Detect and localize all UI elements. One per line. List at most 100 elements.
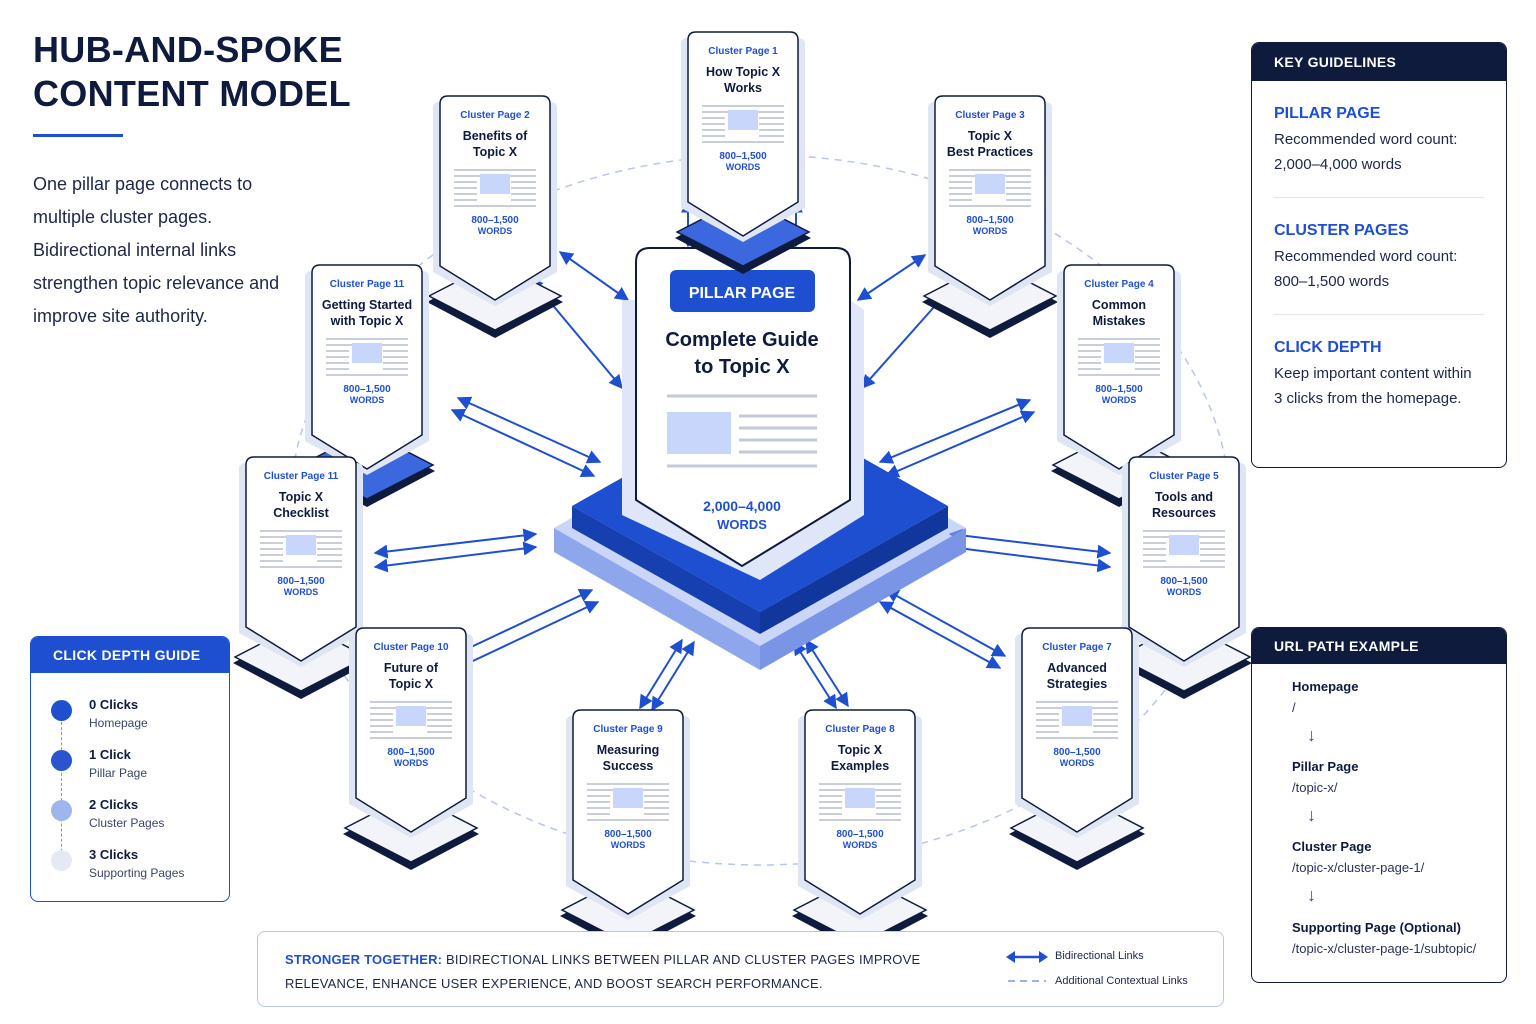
cluster-title-2: Works bbox=[724, 81, 762, 95]
title-line-2: CONTENT MODEL bbox=[33, 73, 351, 114]
bidirectional-link bbox=[805, 638, 849, 708]
cluster-word-count: 800–1,500 bbox=[966, 215, 1014, 226]
click-depth-heading: CLICK DEPTH GUIDE bbox=[31, 637, 229, 673]
url-path: /topic-x/ bbox=[1292, 780, 1338, 795]
pillar-badge-bg bbox=[670, 270, 815, 312]
guideline-cluster: CLUSTER PAGES Recommended word count: 80… bbox=[1252, 222, 1506, 294]
depth-label: 0 Clicks bbox=[89, 697, 139, 712]
cluster-title-1: Common bbox=[1092, 298, 1146, 312]
bidirectional-link bbox=[456, 396, 602, 464]
cluster-label: Cluster Page 9 bbox=[593, 724, 663, 735]
cluster-sheet bbox=[1021, 627, 1133, 833]
guideline-click-depth: CLICK DEPTH Keep important content withi… bbox=[1252, 339, 1506, 411]
page-title: HUB-AND-SPOKE CONTENT MODEL bbox=[33, 28, 351, 116]
url-path: /topic-x/cluster-page-1/subtopic/ bbox=[1292, 941, 1477, 956]
cluster-title-2: Strategies bbox=[1047, 677, 1107, 691]
guideline-text: Keep important content within 3 clicks f… bbox=[1274, 365, 1472, 407]
cluster-word-count: 800–1,500 bbox=[1160, 576, 1208, 587]
cluster-text-lines bbox=[260, 530, 342, 568]
cluster-title-2: with Topic X bbox=[330, 314, 404, 328]
pillar-title-2: to Topic X bbox=[694, 356, 790, 378]
arrow-down-icon: ↓ bbox=[1307, 725, 1316, 745]
cluster-text-lines bbox=[949, 169, 1031, 207]
cluster-image-placeholder bbox=[613, 788, 643, 808]
cluster-word-count: 800–1,500 bbox=[1053, 747, 1101, 758]
cluster-sheet bbox=[1063, 264, 1175, 470]
legend-bidirectional-label: Bidirectional Links bbox=[1055, 950, 1144, 962]
pillar-image-placeholder bbox=[667, 412, 731, 454]
depth-dot-1 bbox=[51, 750, 72, 771]
key-guidelines-heading: KEY GUIDELINES bbox=[1252, 43, 1506, 81]
depth-sub: Homepage bbox=[89, 716, 148, 730]
cluster-image-placeholder bbox=[480, 174, 510, 194]
bidirectional-link bbox=[884, 589, 1007, 657]
depth-label: 2 Clicks bbox=[89, 797, 139, 812]
depth-sub: Pillar Page bbox=[89, 766, 148, 780]
bidirectional-link bbox=[878, 398, 1032, 464]
cluster-sheet bbox=[311, 264, 423, 470]
cluster-text-lines bbox=[819, 783, 901, 821]
cluster-title-2: Topic X bbox=[389, 677, 434, 691]
cluster-word-unit: WORDS bbox=[1060, 758, 1095, 768]
cluster-label: Cluster Page 10 bbox=[373, 642, 448, 653]
footer-body: BIDIRECTIONAL LINKS BETWEEN PILLAR AND C… bbox=[285, 952, 921, 991]
cluster-title-1: Topic X bbox=[279, 490, 324, 504]
depth-dot-0 bbox=[51, 700, 72, 721]
cluster-label: Cluster Page 1 bbox=[708, 46, 778, 57]
cluster-title-1: Advanced bbox=[1047, 661, 1107, 675]
cluster-title-2: Topic X bbox=[473, 145, 518, 159]
depth-dot-2 bbox=[51, 800, 72, 821]
divider bbox=[1274, 314, 1484, 315]
guideline-title: PILLAR PAGE bbox=[1274, 105, 1381, 122]
bidirectional-link bbox=[856, 254, 927, 301]
cluster-card: Cluster Page 7AdvancedStrategies800–1,50… bbox=[1009, 627, 1145, 870]
url-label: Supporting Page (Optional) bbox=[1292, 920, 1461, 935]
footer-text: STRONGER TOGETHER: BIDIRECTIONAL LINKS B… bbox=[285, 948, 975, 996]
cluster-label: Cluster Page 8 bbox=[825, 724, 895, 735]
cluster-title-1: Getting Started bbox=[322, 298, 412, 312]
cluster-label: Cluster Page 11 bbox=[330, 279, 405, 290]
depth-label: 1 Click bbox=[89, 747, 131, 762]
cluster-image-placeholder bbox=[845, 788, 875, 808]
url-path-panel: URL PATH EXAMPLE Homepage / ↓ Pillar Pag… bbox=[1251, 627, 1507, 983]
cluster-word-unit: WORDS bbox=[1102, 395, 1137, 405]
divider bbox=[1274, 197, 1484, 198]
guideline-title: CLUSTER PAGES bbox=[1274, 222, 1409, 239]
click-depth-panel: CLICK DEPTH GUIDE 0 Clicks Homepage 1 Cl… bbox=[30, 636, 230, 902]
cluster-word-count: 800–1,500 bbox=[1095, 384, 1143, 395]
cluster-title-2: Examples bbox=[831, 759, 889, 773]
guideline-pillar: PILLAR PAGE Recommended word count: 2,00… bbox=[1252, 105, 1506, 177]
url-path-heading: URL PATH EXAMPLE bbox=[1252, 628, 1506, 664]
cluster-word-count: 800–1,500 bbox=[604, 829, 652, 840]
pillar-page-card: PILLAR PAGE Complete Guide to Topic X 2,… bbox=[622, 247, 864, 580]
cluster-word-unit: WORDS bbox=[394, 758, 429, 768]
cluster-image-placeholder bbox=[396, 706, 426, 726]
bidirectional-link bbox=[878, 601, 1002, 669]
bidirectional-link bbox=[793, 640, 837, 710]
cluster-image-placeholder bbox=[286, 535, 316, 555]
bidirectional-link bbox=[948, 541, 1112, 573]
url-path: /topic-x/cluster-page-1/ bbox=[1292, 860, 1425, 875]
depth-sub: Cluster Pages bbox=[89, 816, 165, 830]
legend-contextual-icon bbox=[1008, 980, 1046, 982]
click-depth-connector bbox=[61, 722, 62, 862]
cluster-word-count: 800–1,500 bbox=[343, 384, 391, 395]
cluster-word-unit: WORDS bbox=[1167, 587, 1202, 597]
depth-dot-3 bbox=[51, 850, 72, 871]
pillar-word-unit: WORDS bbox=[717, 517, 767, 532]
cluster-title-2: Success bbox=[603, 759, 654, 773]
cluster-title-1: Future of bbox=[384, 661, 439, 675]
arrow-down-icon: ↓ bbox=[1307, 885, 1316, 905]
cluster-sheet bbox=[1128, 456, 1240, 662]
bidirectional-link bbox=[639, 638, 683, 710]
cluster-title-2: Checklist bbox=[273, 506, 329, 520]
cluster-sheet bbox=[934, 95, 1046, 301]
cluster-card: Cluster Page 4CommonMistakes800–1,500WOR… bbox=[1051, 264, 1187, 507]
cluster-word-unit: WORDS bbox=[478, 226, 513, 236]
